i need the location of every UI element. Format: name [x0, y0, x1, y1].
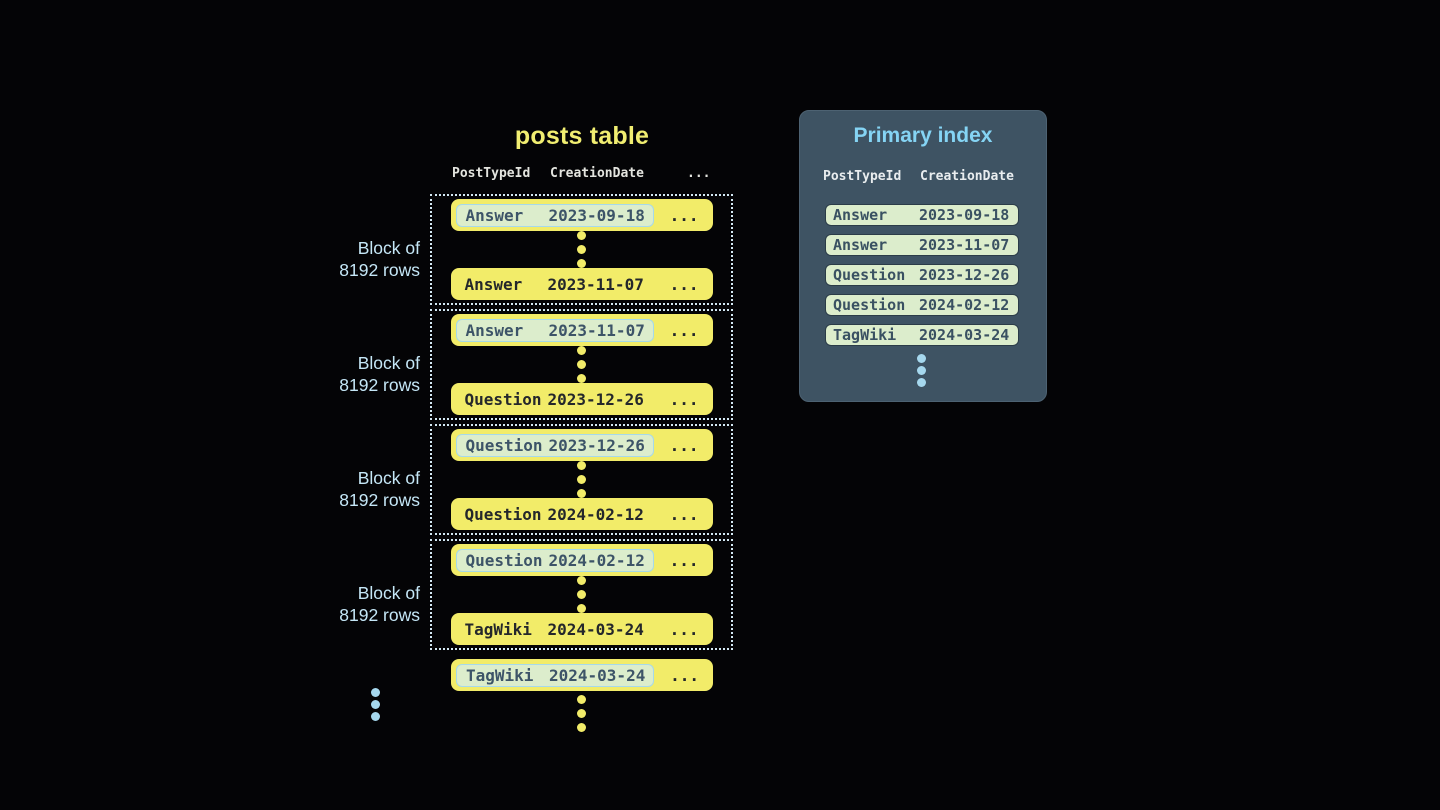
cell-posttypeid: TagWiki [833, 326, 897, 344]
cell-creationdate: 2024-03-24 [547, 619, 644, 639]
cell-creationdate: 2023-12-26 [919, 266, 1010, 284]
cell-creationdate: 2024-02-12 [547, 504, 644, 524]
primary-index-title: Primary index [853, 124, 993, 147]
omitted-rows-dots [577, 576, 586, 613]
row-block-4: Question 2024-02-12 ... TagWiki 2024-03-… [430, 539, 733, 650]
row-ellipsis: ... [669, 550, 699, 570]
cell-posttypeid: Answer [464, 274, 523, 294]
row-block-1: Answer 2023-09-18 ... Answer 2023-11-07 … [430, 194, 733, 305]
column-header-posttypeid: PostTypeId [452, 166, 531, 181]
row-ellipsis: ... [669, 320, 699, 340]
table-row: Question 2024-02-12 ... [450, 498, 713, 530]
table-row: TagWiki 2024-03-24 ... [450, 613, 713, 645]
table-row-overflow: TagWiki 2024-03-24 ... [451, 659, 713, 691]
cell-creationdate: 2024-02-12 [548, 550, 645, 570]
table-row: Answer 2023-09-18 ... [450, 199, 713, 231]
primary-index-column-headers: PostTypeId CreationDate [823, 169, 1014, 184]
cell-creationdate: 2024-03-24 [549, 665, 646, 685]
index-row: TagWiki 2024-03-24 [825, 324, 1019, 346]
table-row: Question 2024-02-12 ... [450, 544, 713, 576]
cell-posttypeid: Question [464, 504, 542, 524]
index-entry-highlight: Answer 2023-09-18 [455, 203, 654, 227]
index-row: Answer 2023-11-07 [825, 234, 1019, 256]
cell-posttypeid: Answer [465, 205, 524, 225]
row-ellipsis: ... [669, 619, 699, 639]
cell-creationdate: 2023-11-07 [547, 274, 644, 294]
cell-posttypeid: Question [833, 266, 906, 284]
cell-creationdate: 2023-12-26 [547, 389, 644, 409]
row-ellipsis: ... [669, 435, 699, 455]
index-row: Question 2023-12-26 [825, 264, 1019, 286]
row-ellipsis: ... [669, 504, 699, 524]
row-block-3: Question 2023-12-26 ... Question 2024-02… [430, 424, 733, 535]
more-rows-dots [577, 695, 586, 732]
cell-creationdate: 2023-11-07 [548, 320, 645, 340]
cell-posttypeid: Question [464, 389, 542, 409]
posts-table-column-headers: PostTypeId CreationDate ... [452, 166, 710, 181]
cell-posttypeid: TagWiki [464, 619, 532, 639]
cell-creationdate: 2023-12-26 [548, 435, 645, 455]
cell-creationdate: 2024-02-12 [919, 296, 1010, 314]
cell-posttypeid: Answer [833, 236, 888, 254]
table-row: Answer 2023-11-07 ... [450, 314, 713, 346]
more-blocks-dots [371, 688, 380, 721]
cell-posttypeid: TagWiki [466, 665, 534, 685]
index-row: Question 2024-02-12 [825, 294, 1019, 316]
table-row: Question 2023-12-26 ... [450, 429, 713, 461]
column-header-creationdate: CreationDate [550, 166, 644, 181]
cell-creationdate: 2023-09-18 [548, 205, 645, 225]
index-entry-highlight: Question 2024-02-12 [455, 548, 654, 572]
row-ellipsis: ... [669, 205, 699, 225]
cell-posttypeid: Question [833, 296, 906, 314]
column-header-ellipsis: ... [687, 166, 711, 181]
table-row: Answer 2023-11-07 ... [450, 268, 713, 300]
cell-posttypeid: Answer [833, 206, 888, 224]
table-row: Question 2023-12-26 ... [450, 383, 713, 415]
cell-posttypeid: Question [465, 435, 543, 455]
column-header-posttypeid: PostTypeId [823, 169, 902, 184]
index-entry-highlight: Question 2023-12-26 [455, 433, 654, 457]
cell-posttypeid: Answer [465, 320, 524, 340]
posts-table-title: posts table [514, 122, 650, 150]
index-row: Answer 2023-09-18 [825, 204, 1019, 226]
row-ellipsis: ... [669, 274, 699, 294]
omitted-rows-dots [577, 231, 586, 268]
row-ellipsis: ... [670, 665, 699, 685]
omitted-rows-dots [577, 461, 586, 498]
index-entry-highlight: TagWiki 2024-03-24 [456, 663, 655, 687]
omitted-rows-dots [577, 346, 586, 383]
row-ellipsis: ... [669, 389, 699, 409]
primary-index-panel: Primary index PostTypeId CreationDate An… [799, 110, 1047, 402]
index-entry-highlight: Answer 2023-11-07 [455, 318, 654, 342]
cell-creationdate: 2023-09-18 [919, 206, 1010, 224]
column-header-creationdate: CreationDate [920, 169, 1014, 184]
row-block-2: Answer 2023-11-07 ... Question 2023-12-2… [430, 309, 733, 420]
more-index-entries-dots [917, 354, 926, 387]
primary-index-rows: Answer 2023-09-18 Answer 2023-11-07 Ques… [825, 204, 1019, 346]
cell-creationdate: 2023-11-07 [919, 236, 1010, 254]
cell-creationdate: 2024-03-24 [919, 326, 1010, 344]
cell-posttypeid: Question [465, 550, 543, 570]
